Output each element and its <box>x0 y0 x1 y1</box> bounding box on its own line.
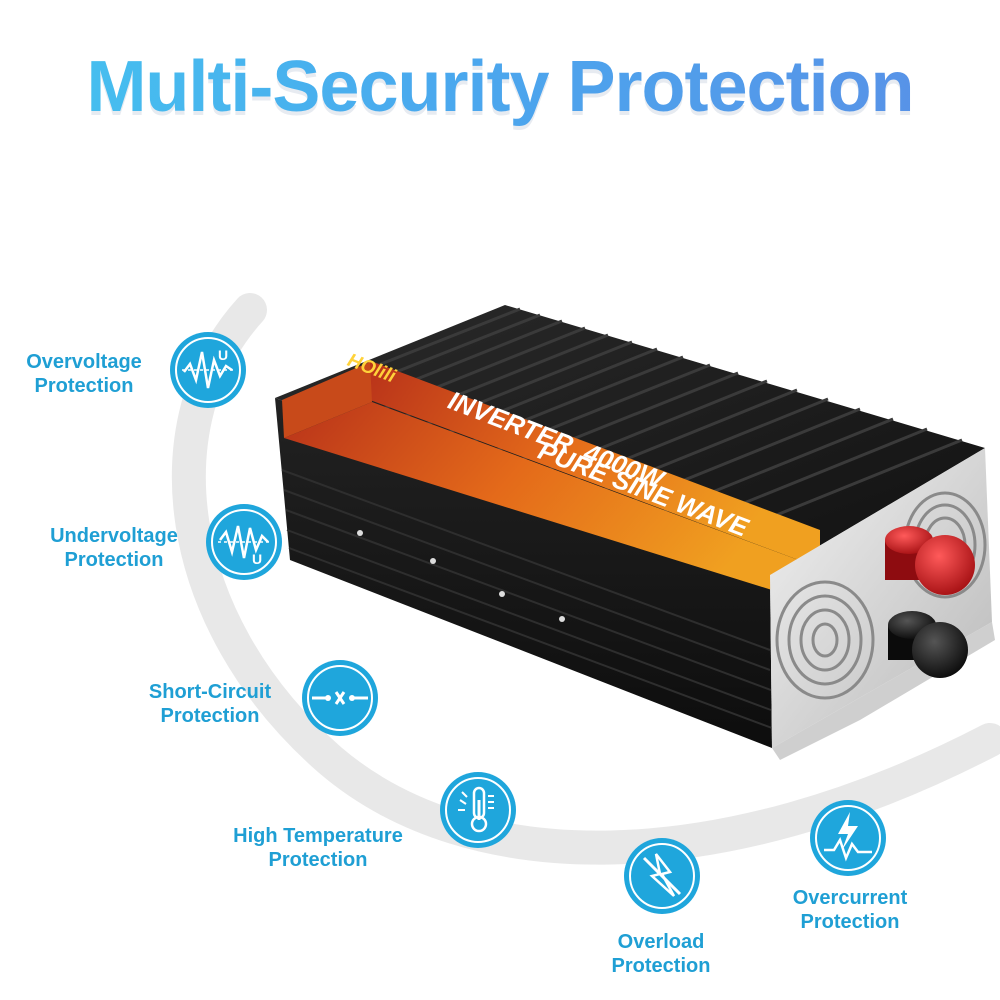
feature-label-undervoltage: Undervoltage Protection <box>50 525 178 571</box>
feature-label-high-temperature: High Temperature Protection <box>233 825 403 871</box>
overload-icon <box>624 838 700 914</box>
overvoltage-wave-icon: U <box>170 332 246 408</box>
feature-label-overload: Overload Protection <box>611 931 711 977</box>
svg-text:U: U <box>252 551 262 567</box>
page-title-shadow: Multi-Security Protection <box>0 50 1000 132</box>
undervoltage-wave-icon: U <box>206 504 282 580</box>
lightning-icon <box>810 800 886 876</box>
feature-label-short-circuit: Short-Circuit Protection <box>148 681 272 727</box>
feature-label-overcurrent: Overcurrent Protection <box>792 887 908 933</box>
short-circuit-icon <box>302 660 378 736</box>
thermometer-icon <box>440 772 516 848</box>
feature-label-overvoltage: Overvoltage Protection <box>26 351 142 397</box>
page-title: Multi-Security Protection <box>0 46 1000 128</box>
svg-text:U: U <box>218 347 228 363</box>
